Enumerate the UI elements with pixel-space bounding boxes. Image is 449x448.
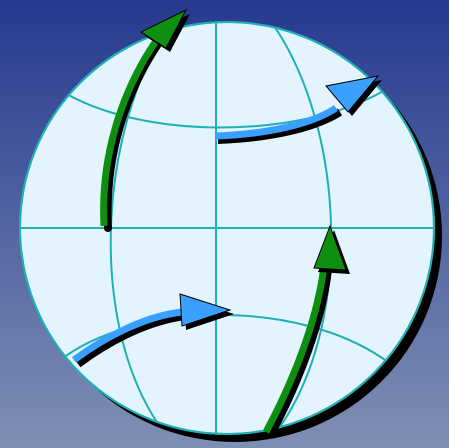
globe-arrows-illustration: [0, 0, 449, 448]
illustration-svg: [0, 0, 449, 448]
